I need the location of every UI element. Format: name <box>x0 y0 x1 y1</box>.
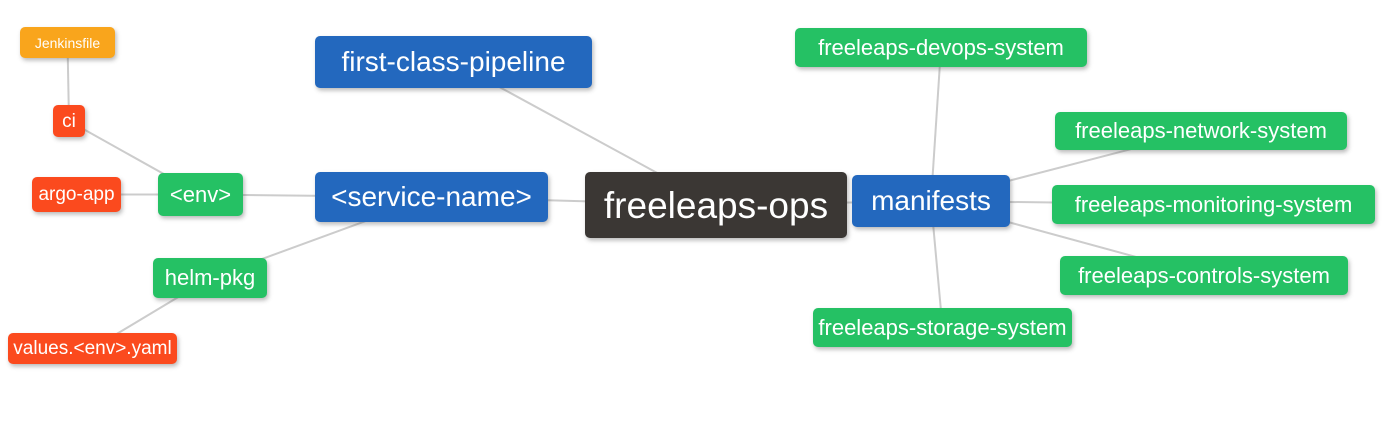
node-monitoring-system[interactable]: freeleaps-monitoring-system <box>1052 185 1375 224</box>
node-freeleaps-ops[interactable]: freeleaps-ops <box>585 172 847 238</box>
node-storage-system[interactable]: freeleaps-storage-system <box>813 308 1072 347</box>
node-first-class-pipeline[interactable]: first-class-pipeline <box>315 36 592 88</box>
node-values-env-yaml[interactable]: values.<env>.yaml <box>8 333 177 364</box>
node-helm-pkg[interactable]: helm-pkg <box>153 258 267 298</box>
node-env[interactable]: <env> <box>158 173 243 216</box>
node-jenkinsfile[interactable]: Jenkinsfile <box>20 27 115 58</box>
node-ci[interactable]: ci <box>53 105 85 137</box>
node-service-name[interactable]: <service-name> <box>315 172 548 222</box>
node-network-system[interactable]: freeleaps-network-system <box>1055 112 1347 150</box>
node-controls-system[interactable]: freeleaps-controls-system <box>1060 256 1348 295</box>
node-manifests[interactable]: manifests <box>852 175 1010 227</box>
node-devops-system[interactable]: freeleaps-devops-system <box>795 28 1087 67</box>
node-argo-app[interactable]: argo-app <box>32 177 121 212</box>
